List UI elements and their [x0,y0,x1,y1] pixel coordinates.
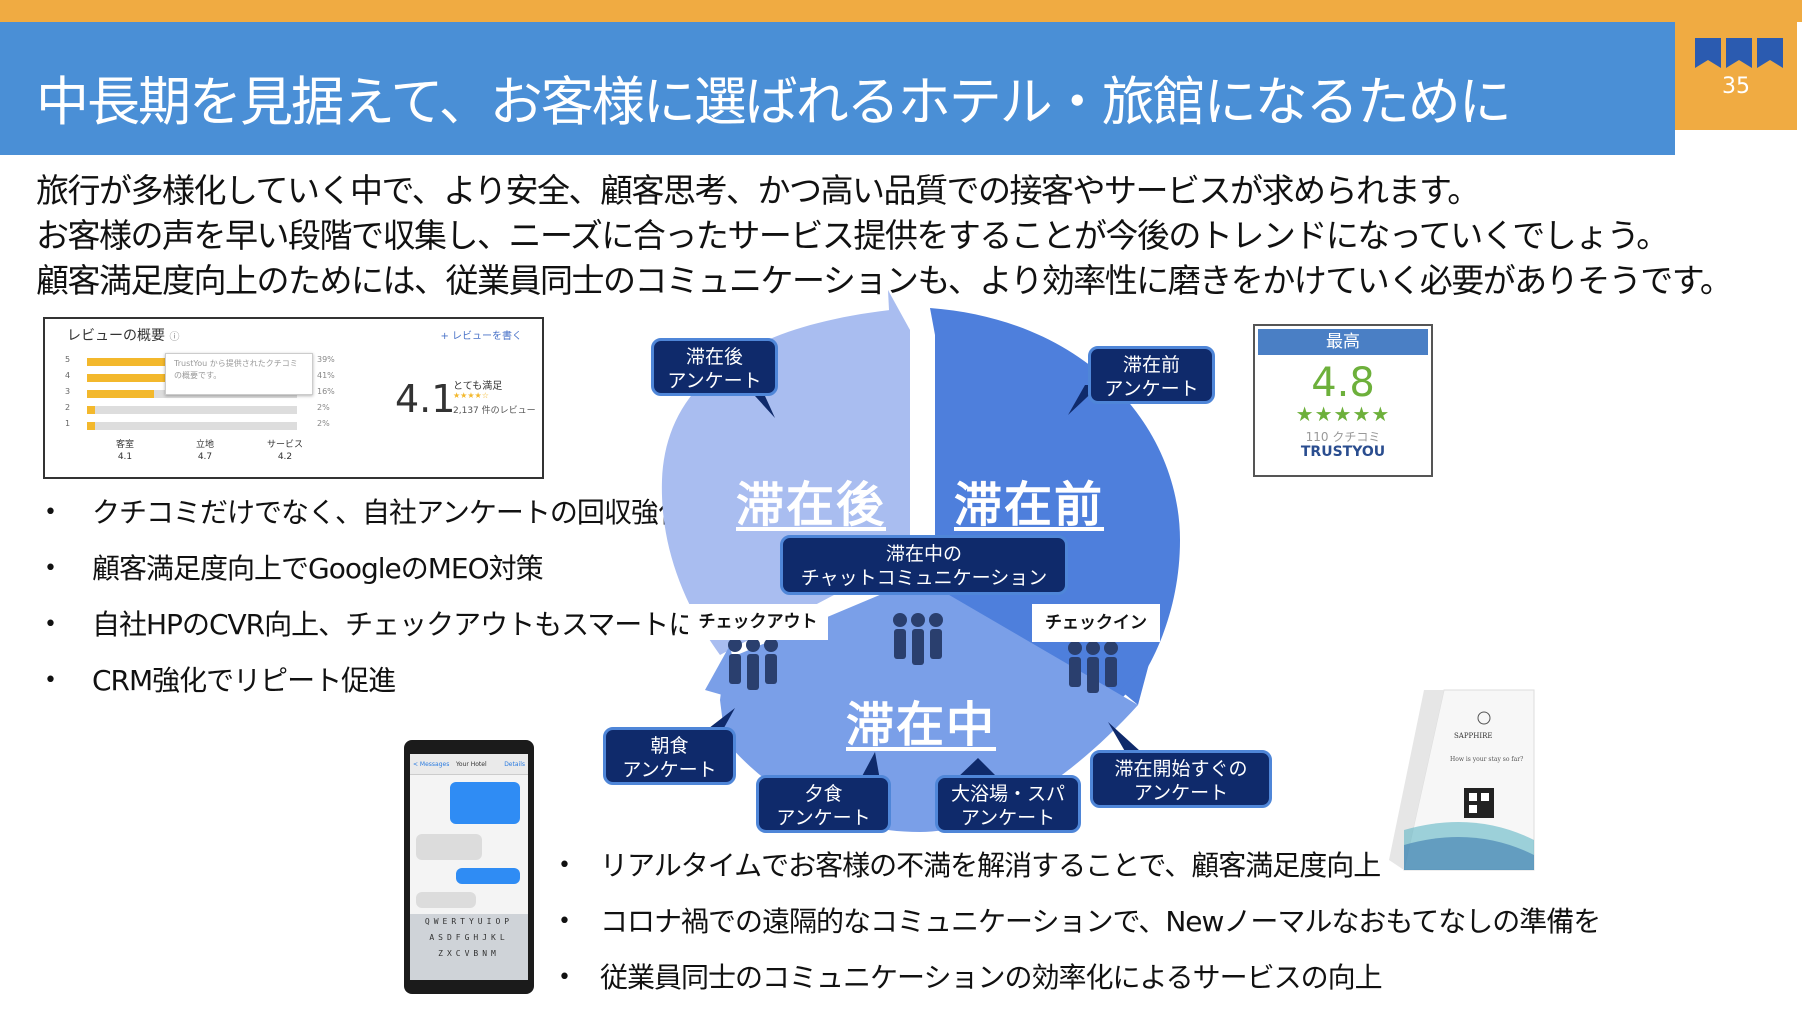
lead-line: お客様の声を早い段階で収集し、ニーズに合ったサービス提供をすることが今後のトレン… [36,216,1669,255]
trustyou-stars: ★★★★★ [1295,402,1391,426]
before-survey-callout: 滞在前アンケート [1088,346,1215,404]
rating-bar-fill [87,406,95,414]
chat-communication-box: 滞在中の チャットコミュニケーション [780,535,1068,595]
rating-star-label: 3 [65,387,71,396]
rating-percent: 41% [317,371,335,380]
rating-bar-fill [87,390,154,398]
rating-bar-fill [87,422,95,430]
checkin-label: チェックイン [1032,604,1160,642]
rating-percent: 2% [317,419,330,428]
before-stay-label: 滞在前 [954,477,1105,533]
trustyou-badge: 最高 4.8 ★★★★★ 110 クチコミ TRUSTYOU [1253,324,1433,477]
phone-mockup: < Messages Your Hotel Details QWERTYUIOP… [404,740,534,994]
people-group-icon [893,613,943,665]
during-stay-label: 滞在中 [846,697,997,753]
keyboard-row[interactable]: ASDFGHJKL [429,933,509,942]
message-bubble [416,892,476,908]
message-bubble [416,834,482,860]
page-number-box: 35 [1675,22,1797,130]
callout-pointer [860,752,880,780]
after-survey-callout: 滞在後アンケート [651,338,778,396]
rating-star-label: 2 [65,403,71,412]
lead-text: 旅行が多様化していく中で、より安全、顧客思考、かつ高い品質での接客やサービスが求… [36,168,1733,303]
people-group-icon [1068,641,1118,693]
trustyou-header: 最高 [1258,329,1428,355]
review-score-label: とても満足 [453,381,503,392]
keyboard-row[interactable]: ZXCVBNM [438,949,500,958]
review-summary-widget: レビューの概要 ⓘ + レビューを書く 5 39% 4 41% 3 16% 2 2% 1 2% T… [43,317,544,479]
arrow-tip [1120,660,1150,705]
message-bubble [450,782,520,824]
start-survey-callout: 滞在開始すぐのアンケート [1090,750,1272,808]
details-link[interactable]: Details [504,761,525,768]
back-link[interactable]: < Messages [413,761,450,768]
rating-bar-row: 1 2% [65,419,355,430]
chat-contact: Your Hotel [456,761,487,768]
keyboard-row[interactable]: QWERTYUIOP [424,917,514,926]
trustyou-brand: TRUSTYOU [1300,444,1386,460]
rating-percent: 2% [317,403,330,412]
rating-bar-row: 2 2% [65,403,355,414]
bath-survey-callout: 大浴場・スパアンケート [935,775,1081,833]
trustyou-score: 4.8 [1311,360,1375,406]
write-review-link[interactable]: + レビューを書く [440,331,522,342]
ribbon-flags-icon [1695,38,1783,68]
rating-bar-track [87,422,297,430]
lead-line: 顧客満足度向上のためには、従業員同士のコミュニケーションも、より効率性に磨きをか… [36,261,1733,300]
trustyou-count: 110 クチコミ [1305,430,1381,444]
rating-star-label: 1 [65,419,71,428]
breakfast-survey-callout: 朝食アンケート [603,727,736,785]
lead-line: 旅行が多様化していく中で、より安全、顧客思考、かつ高い品質での接客やサービスが求… [36,171,1480,210]
rating-star-label: 4 [65,371,71,380]
review-tooltip: TrustYou から提供されたクチコミの概要です。 [165,353,313,395]
arrow-tip [888,290,910,330]
stand-brand: SAPPHIRE [1454,732,1493,740]
top-accent-bar [0,0,1802,22]
before-stay-segment [930,308,1180,700]
checkout-label: チェックアウト [688,604,828,640]
dinner-survey-callout: 夕食アンケート [756,775,891,833]
message-bubble [456,868,520,884]
after-stay-label: 滞在後 [736,477,887,533]
page-title: 中長期を見据えて、お客様に選ばれるホテル・旅館になるために [36,72,1512,133]
table-stand-image: SAPPHIRE How is your stay so far? [1384,680,1548,880]
help-circle-icon: ⓘ [169,332,180,343]
rating-percent: 39% [317,355,335,364]
rating-percent: 16% [317,387,335,396]
title-bar [0,22,1675,155]
chat-screen: < Messages Your Hotel Details QWERTYUIOP… [410,754,528,980]
page-number: 35 [1722,74,1750,99]
stand-question: How is your stay so far? [1450,756,1524,763]
review-stars: ★★★★☆ [453,391,489,400]
review-title: レビューの概要 ⓘ [67,328,180,344]
rating-bar-track [87,406,297,414]
people-group-icon [728,638,778,690]
rating-star-label: 5 [65,355,71,364]
keyboard: QWERTYUIOP ASDFGHJKL ZXCVBNM [410,914,528,980]
during-stay-segment [720,578,1138,832]
callout-pointer [955,758,1000,780]
review-score: 4.1 [395,377,456,421]
review-count: 2,137 件のレビュー [453,406,536,416]
